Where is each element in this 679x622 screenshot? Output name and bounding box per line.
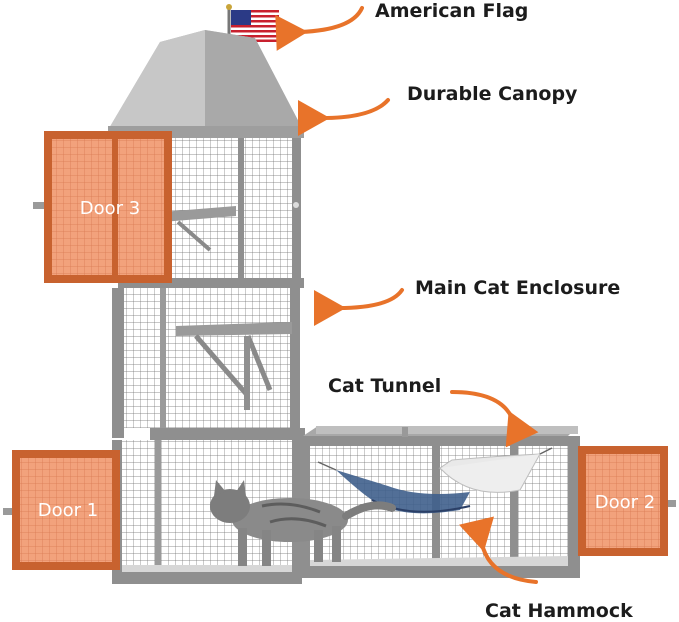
cat bbox=[210, 480, 396, 566]
door-1-label: Door 1 bbox=[38, 500, 98, 521]
canopy-roof bbox=[108, 30, 304, 138]
door-1[interactable]: Door 1 bbox=[3, 450, 120, 570]
enclosure-arrow bbox=[313, 288, 404, 327]
callout-cat-hammock: Cat Hammock bbox=[485, 600, 633, 622]
tower-lower-section bbox=[112, 288, 305, 440]
canopy-arrow bbox=[297, 98, 390, 137]
cat-hammock bbox=[317, 447, 553, 514]
door-2-label: Door 2 bbox=[595, 492, 655, 513]
door-3[interactable]: Door 3 bbox=[33, 131, 172, 283]
door-3-label: Door 3 bbox=[80, 198, 140, 219]
american-flag bbox=[226, 4, 279, 118]
callout-american-flag: American Flag bbox=[375, 0, 529, 22]
callout-cat-tunnel: Cat Tunnel bbox=[328, 375, 442, 397]
callout-arrows bbox=[275, 6, 539, 584]
callout-main-cat-enclosure: Main Cat Enclosure bbox=[415, 277, 621, 299]
hammock-arrow bbox=[458, 516, 538, 584]
flag-arrow bbox=[275, 6, 364, 51]
tunnel-arrow bbox=[450, 390, 539, 448]
door-2[interactable]: Door 2 bbox=[578, 446, 676, 556]
callout-durable-canopy: Durable Canopy bbox=[407, 83, 578, 105]
